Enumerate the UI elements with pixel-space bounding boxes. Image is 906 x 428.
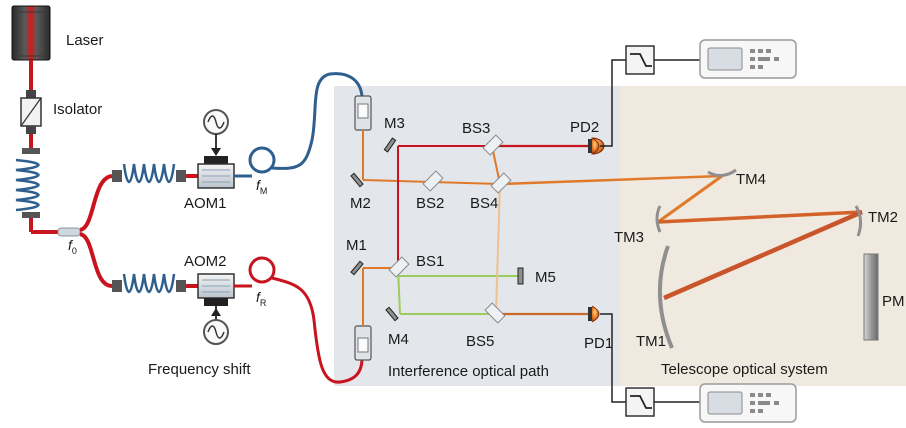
aom1-label: AOM1 bbox=[184, 195, 227, 212]
mirror-icon-tm1 bbox=[657, 245, 674, 349]
collimator-icon-upper bbox=[354, 95, 372, 131]
pd1-label: PD1 bbox=[584, 335, 613, 352]
mirror-icon-m5 bbox=[517, 267, 524, 285]
fiber-loop-icon-upper bbox=[248, 146, 276, 174]
aom-icon-lower bbox=[197, 273, 235, 306]
collimator-icon-lower bbox=[354, 325, 372, 361]
oscilloscope-icon-upper bbox=[699, 39, 797, 79]
m5-label: M5 bbox=[535, 269, 556, 286]
mirror-icon-m3 bbox=[383, 137, 397, 153]
isolator-icon bbox=[20, 90, 42, 134]
bs5-label: BS5 bbox=[466, 333, 494, 350]
telescope-region-label: Telescope optical system bbox=[661, 361, 828, 378]
oscilloscope-icon-lower bbox=[699, 383, 797, 423]
tm4-label: TM4 bbox=[736, 171, 766, 188]
fiber-to-upper-branch bbox=[79, 174, 113, 232]
isolator-label: Isolator bbox=[53, 101, 102, 118]
mirror-icon-tm3 bbox=[655, 205, 662, 233]
fr-label: fR bbox=[256, 289, 267, 308]
bs2-label: BS2 bbox=[416, 195, 444, 212]
bs3-label: BS3 bbox=[462, 120, 490, 137]
pd2-label: PD2 bbox=[570, 119, 599, 136]
mirror-icon-tm4 bbox=[707, 168, 737, 177]
aom2-label: AOM2 bbox=[184, 253, 227, 270]
beam-splitter-icon-bs4 bbox=[490, 172, 512, 194]
bs4-label: BS4 bbox=[470, 195, 498, 212]
primary-mirror-pm bbox=[863, 253, 879, 341]
beam-tm3-tm2 bbox=[657, 210, 863, 224]
fiber-coil-icon-upper bbox=[112, 163, 186, 184]
beam-tm4-tm3 bbox=[657, 174, 723, 224]
mirror-icon-m2 bbox=[350, 172, 364, 188]
beam-splitter-icon-bs5 bbox=[484, 302, 506, 324]
tm2-label: TM2 bbox=[868, 209, 898, 226]
fiber-coil-icon-lower bbox=[112, 273, 186, 294]
interference-region-label: Interference optical path bbox=[388, 363, 549, 380]
tm1-label: TM1 bbox=[636, 333, 666, 350]
signal-generator-icon-upper bbox=[203, 109, 229, 156]
beam-bs4-bs5 bbox=[495, 183, 501, 315]
mirror-icon-m4 bbox=[385, 306, 399, 322]
m3-label: M3 bbox=[384, 115, 405, 132]
aom-icon-upper bbox=[197, 156, 235, 189]
fiber-loop-icon-lower bbox=[248, 256, 276, 284]
laser-icon bbox=[11, 5, 51, 61]
beam-splitter-icon-bs2 bbox=[422, 170, 444, 192]
fiber-coil-icon bbox=[15, 148, 40, 218]
filter-icon-upper bbox=[625, 45, 655, 75]
fm-label: fM bbox=[256, 177, 267, 196]
beam-splitter-icon-bs3 bbox=[482, 134, 504, 156]
tm3-label: TM3 bbox=[614, 229, 644, 246]
fiber-to-lower-branch bbox=[79, 232, 113, 288]
f0-label: f0 bbox=[68, 237, 77, 256]
photodetector-icon-pd1 bbox=[588, 305, 600, 323]
filter-icon-lower bbox=[625, 387, 655, 417]
signal-generator-icon-lower bbox=[203, 306, 229, 345]
m2-label: M2 bbox=[350, 195, 371, 212]
m4-label: M4 bbox=[388, 331, 409, 348]
beam-tm2-tm1 bbox=[663, 209, 863, 301]
cable-pd1-filter bbox=[600, 313, 626, 403]
fiber-lower-to-collimator bbox=[271, 276, 364, 384]
laser-label: Laser bbox=[66, 32, 104, 49]
beam-splitter-icon-bs1 bbox=[388, 256, 410, 278]
frequency-shift-label: Frequency shift bbox=[148, 361, 251, 378]
photodetector-icon-pd2 bbox=[588, 137, 605, 155]
fiber-splitter-icon bbox=[57, 227, 81, 237]
m1-label: M1 bbox=[346, 237, 367, 254]
fiber-upper-to-collimator bbox=[271, 72, 364, 170]
interference-region bbox=[334, 86, 620, 386]
pm-label: PM bbox=[882, 293, 905, 310]
beam-bs4-tm4 bbox=[499, 174, 723, 186]
mirror-icon-m1 bbox=[350, 260, 364, 276]
cable-pd2-filter bbox=[600, 59, 626, 147]
bs1-label: BS1 bbox=[416, 253, 444, 270]
mirror-icon-tm2 bbox=[854, 205, 863, 237]
